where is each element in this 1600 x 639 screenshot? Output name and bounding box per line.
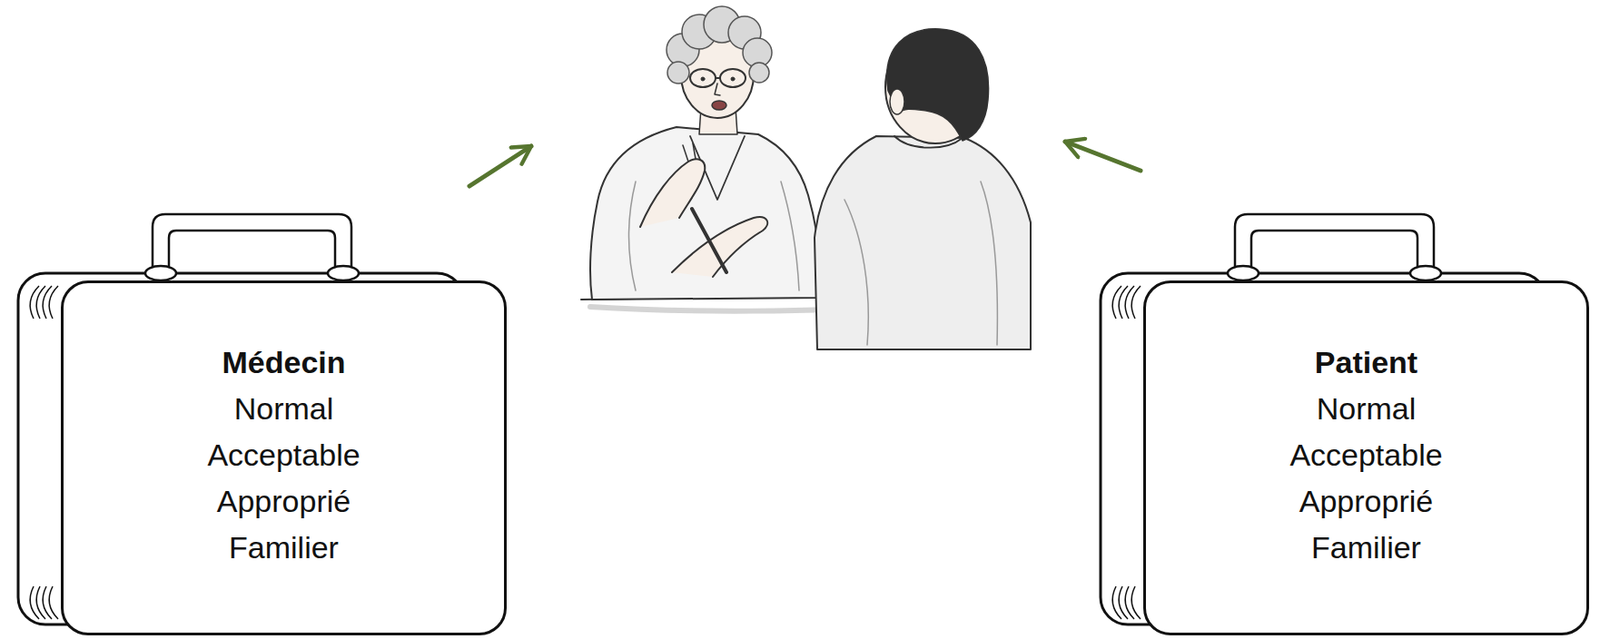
suitcase-heading: Médecin xyxy=(221,339,346,386)
green-arrow xyxy=(469,146,532,187)
suitcase-box: MédecinNormal Acceptable Approprié Famil… xyxy=(60,280,507,636)
suitcase-word-list: Normal Acceptable Approprié Familier xyxy=(207,385,360,572)
suitcase-box: PatientNormal Acceptable Approprié Famil… xyxy=(1143,280,1590,636)
green-arrow xyxy=(1065,141,1141,171)
suitcase-heading: Patient xyxy=(1314,339,1418,386)
suitcase-word-list: Normal Acceptable Approprié Familier xyxy=(1289,385,1442,572)
doctor-patient-sketch xyxy=(581,6,1031,350)
